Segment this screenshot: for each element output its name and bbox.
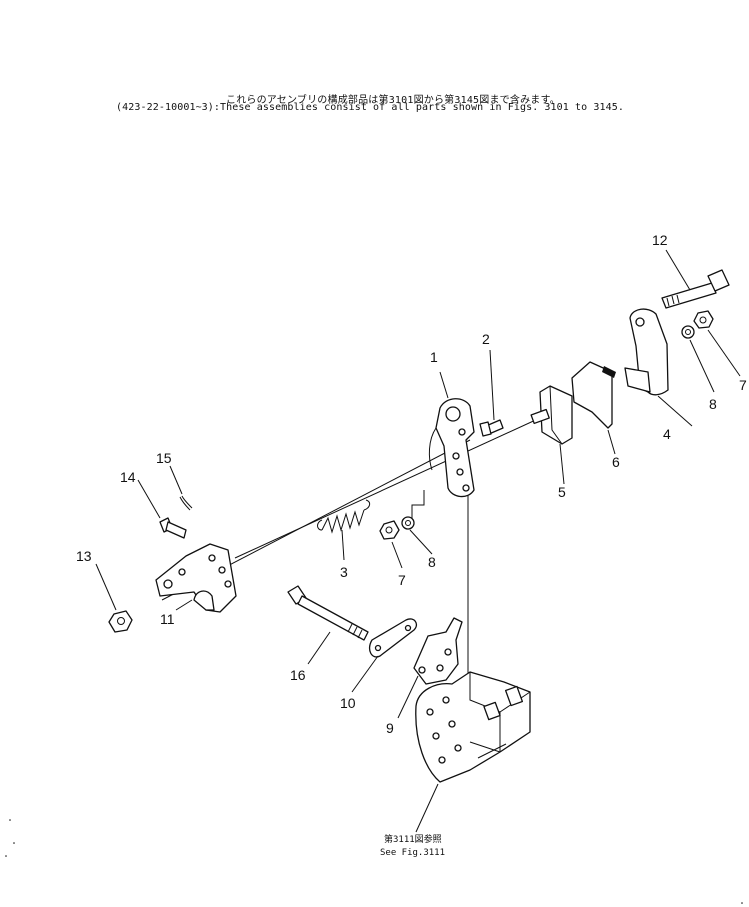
part-7-nut-center [379, 520, 400, 540]
reference-english: See Fig.3111 [380, 848, 445, 858]
part-10-plate [368, 618, 418, 658]
callout-8-right: 8 [709, 396, 717, 412]
callout-4: 4 [663, 426, 671, 442]
callout-5: 5 [558, 484, 566, 500]
part-4-bracket [624, 308, 669, 396]
part-14-bolt [159, 517, 187, 539]
part-13-nut [108, 610, 133, 633]
header-english-note: (423-22-10001~3):These assemblies consis… [116, 102, 625, 113]
part-7-nut-right [693, 310, 714, 329]
callout-7-center: 7 [398, 572, 406, 588]
part-16-bolt [287, 585, 369, 641]
part-3-spring [317, 499, 371, 534]
part-9-lever-plate [413, 617, 463, 685]
callout-15: 15 [156, 450, 172, 466]
callout-6: 6 [612, 454, 620, 470]
callout-12: 12 [652, 232, 668, 248]
part-5-block [530, 385, 573, 445]
callout-7-right: 7 [739, 377, 747, 393]
part-1-lever [428, 398, 475, 498]
header-japanese-note: これらのアセンブリの構成部品は第3101図から第3145図まで含みます。 [226, 95, 560, 106]
part-6-plate [571, 361, 616, 429]
part-12-bolt [661, 269, 730, 309]
part-2-bolt [479, 419, 504, 437]
housing-reference [415, 671, 531, 783]
callout-16: 16 [290, 667, 306, 683]
callout-8-center: 8 [428, 554, 436, 570]
callout-2: 2 [482, 331, 490, 347]
callout-13: 13 [76, 548, 92, 564]
callout-10: 10 [340, 695, 356, 711]
part-15-pin [179, 495, 193, 511]
scan-specks [5, 819, 743, 904]
callout-9: 9 [386, 720, 394, 736]
callout-11: 11 [160, 611, 175, 627]
part-8-washer-center [401, 516, 415, 530]
reference-japanese: 第3111図参照 [384, 833, 442, 845]
callout-3: 3 [340, 564, 348, 580]
part-11-bracket [155, 543, 237, 613]
callout-1: 1 [430, 349, 438, 365]
callout-14: 14 [120, 469, 136, 485]
part-8-washer-right [681, 325, 695, 339]
leader-lines [95, 249, 741, 833]
